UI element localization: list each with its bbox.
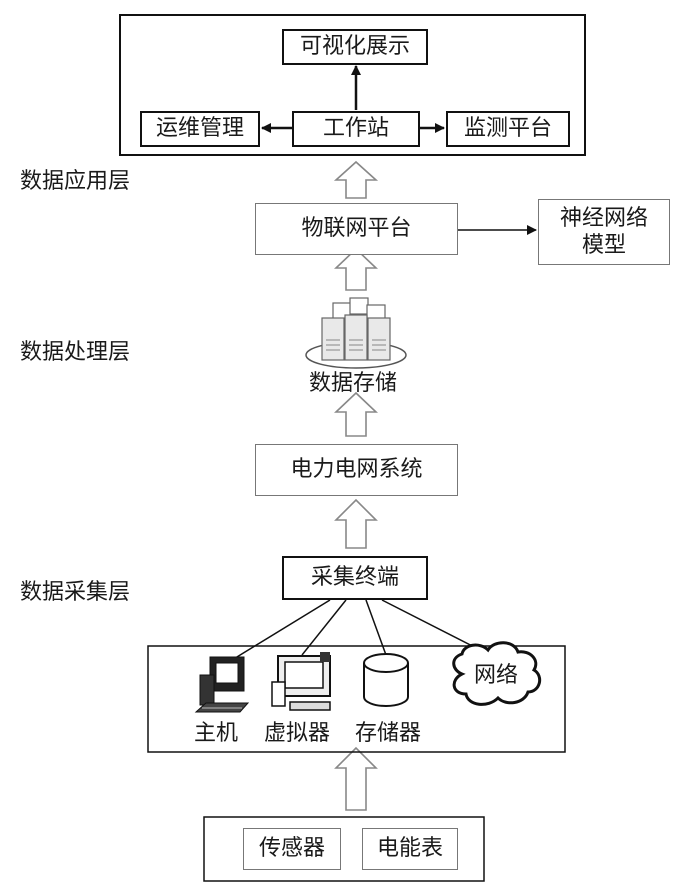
ops-management-box: 运维管理 [140, 111, 260, 147]
power-grid-system-box: 电力电网系统 [255, 444, 458, 496]
computer-icon [194, 656, 250, 713]
network-label: 网络 [474, 663, 519, 688]
application-group-frame [119, 14, 586, 156]
flow-arrow-iot-to-application [333, 160, 379, 199]
server-cluster-icon [305, 297, 407, 369]
terminal-to-host-line [231, 599, 331, 661]
virtual-device-icon [271, 652, 331, 711]
layer-label-application: 数据应用层 [20, 169, 131, 194]
cloud-icon [452, 641, 542, 706]
visualization-box: 可视化展示 [282, 29, 428, 65]
electric-meter-box: 电能表 [362, 828, 458, 870]
layer-label-acquisition: 数据采集层 [20, 580, 131, 605]
layer-label-processing: 数据处理层 [20, 340, 131, 365]
flow-arrow-terminal-to-grid [334, 498, 378, 549]
data-storage-label: 数据存储 [309, 371, 398, 396]
device-group-frame [147, 645, 566, 753]
workstation-box: 工作站 [292, 111, 420, 147]
sensor-box: 传感器 [243, 828, 341, 870]
collection-terminal-box: 采集终端 [282, 556, 428, 600]
storage-device-label: 存储器 [355, 721, 422, 746]
virtual-machine-label: 虚拟器 [264, 721, 331, 746]
flow-arrow-grid-to-storage [333, 391, 379, 437]
flow-arrow-storage-to-iot [333, 247, 379, 291]
neural-network-model-box: 神经网络 模型 [538, 199, 670, 265]
iot-platform-box: 物联网平台 [255, 203, 458, 255]
database-cylinder-icon [363, 653, 409, 707]
flow-arrow-devices-to-terminal [334, 746, 378, 811]
host-label: 主机 [194, 721, 239, 746]
monitoring-platform-box: 监测平台 [446, 111, 570, 147]
sensor-group-frame [203, 816, 485, 882]
